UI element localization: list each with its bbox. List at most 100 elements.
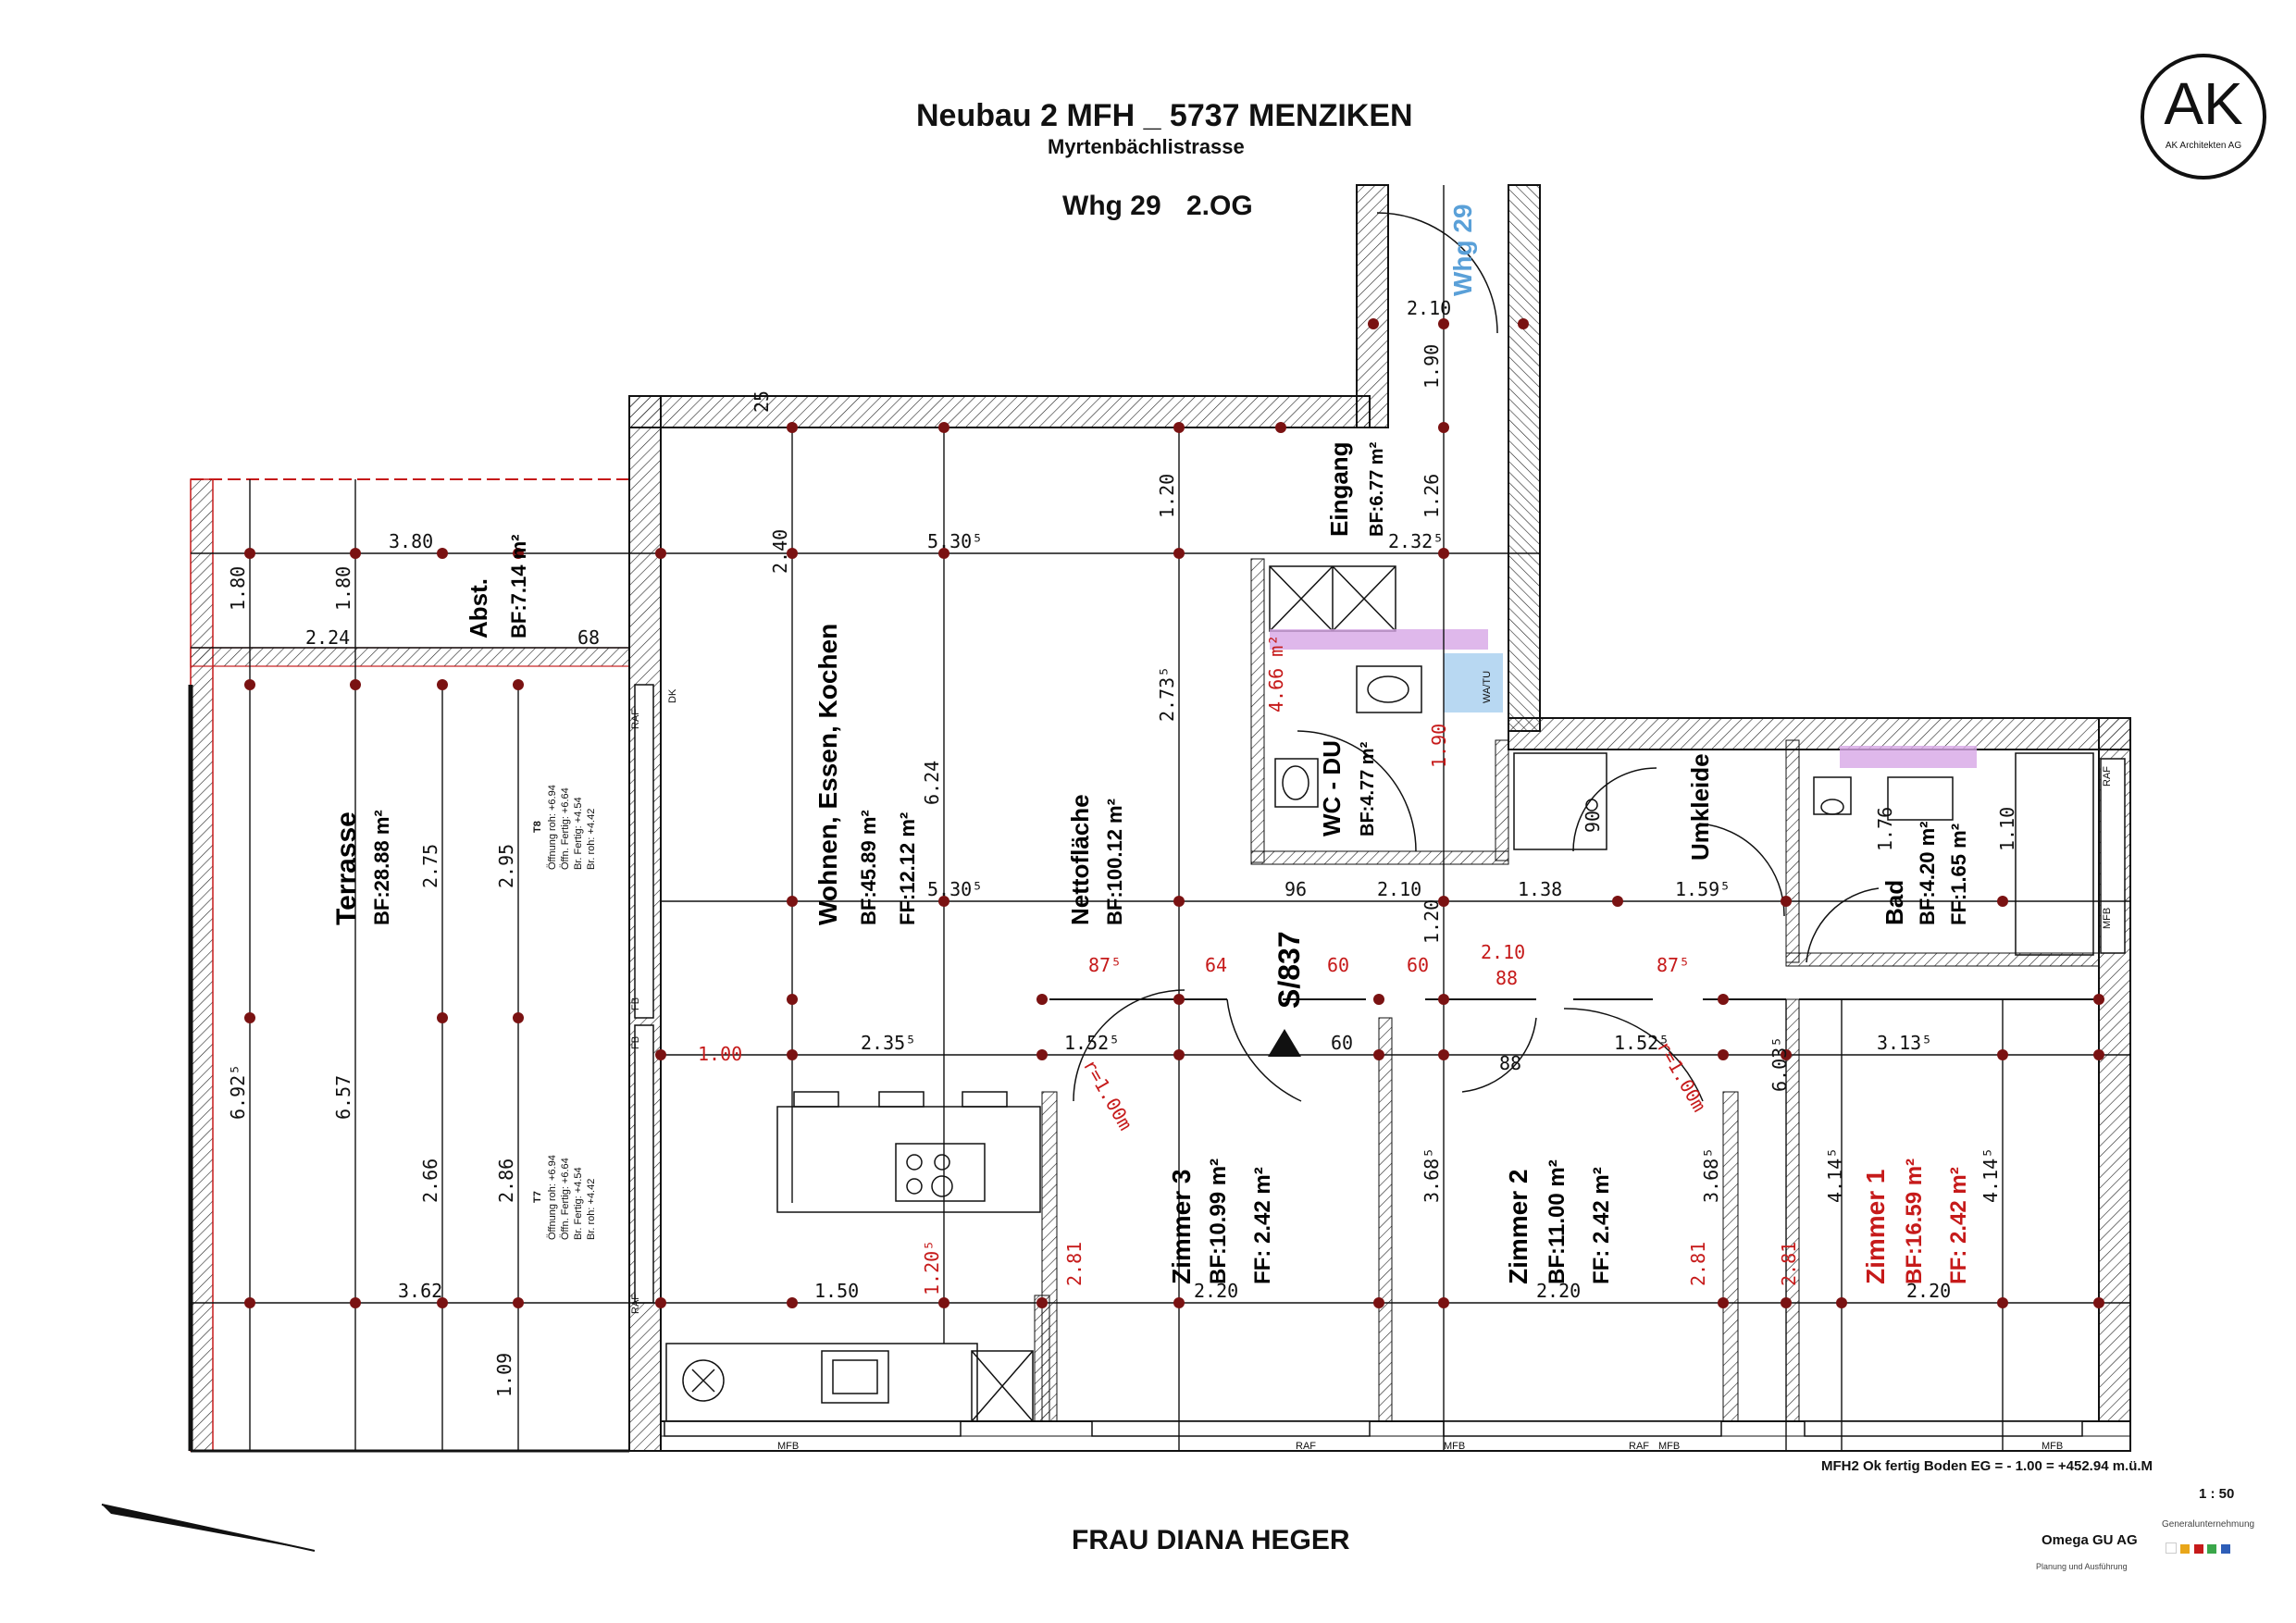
svg-text:2.20: 2.20 xyxy=(1536,1280,1581,1302)
architect-logo: AK AK Architekten AG xyxy=(2141,54,2266,180)
svg-text:MFB: MFB xyxy=(1658,1441,1680,1452)
svg-text:1.90: 1.90 xyxy=(1421,344,1443,389)
tile-accent xyxy=(1840,746,1977,768)
svg-text:6.24: 6.24 xyxy=(921,761,943,805)
room-bad-area: BF:4.20 m² xyxy=(1916,822,1939,925)
room-wcdu-name: WC - DU xyxy=(1318,740,1346,836)
svg-text:2.10: 2.10 xyxy=(1377,878,1421,900)
svg-text:60: 60 xyxy=(1327,954,1349,976)
room-terrasse-name: Terrasse xyxy=(331,812,362,925)
svg-text:2.32⁵: 2.32⁵ xyxy=(1388,530,1444,552)
washer-dryer-box xyxy=(1444,653,1503,712)
svg-text:2.10: 2.10 xyxy=(1407,297,1451,319)
project-title: Neubau 2 MFH _ 5737 MENZIKEN xyxy=(916,98,1413,133)
svg-text:90: 90 xyxy=(1582,811,1604,833)
svg-text:1.00: 1.00 xyxy=(698,1043,742,1065)
kitchen-counter xyxy=(665,1343,978,1422)
firm-caption: Generalunternehmung xyxy=(2162,1519,2255,1530)
project-street: Myrtenbächlistrasse xyxy=(1048,135,1245,158)
svg-text:60: 60 xyxy=(1407,954,1429,976)
toilet-icon xyxy=(1274,758,1319,808)
svg-text:4.66 m²: 4.66 m² xyxy=(1265,635,1287,712)
room-wohnen-area: BF:45.89 m² xyxy=(857,810,880,925)
oven-icon xyxy=(971,1350,1034,1422)
room-abst-name: Abst. xyxy=(465,578,492,638)
svg-text:WA/TU: WA/TU xyxy=(1482,671,1493,703)
svg-text:1.80: 1.80 xyxy=(332,566,354,611)
svg-text:Br. roh: +4.42: Br. roh: +4.42 xyxy=(586,1179,597,1240)
svg-text:1.90: 1.90 xyxy=(1428,724,1450,768)
room-terrasse-area: BF:28.88 m² xyxy=(370,810,393,925)
svg-text:1.80: 1.80 xyxy=(227,566,249,611)
tile-accent xyxy=(1270,629,1488,650)
room-eingang-name: Eingang xyxy=(1325,441,1353,537)
room-zimmer3-name: Zimmer 3 xyxy=(1167,1170,1196,1285)
svg-text:1.59⁵: 1.59⁵ xyxy=(1675,878,1731,900)
svg-text:MFB: MFB xyxy=(1444,1441,1465,1452)
svg-text:3.68⁵: 3.68⁵ xyxy=(1700,1147,1722,1203)
section-arrow-icon xyxy=(1268,1029,1301,1057)
svg-text:2.24: 2.24 xyxy=(305,626,350,649)
svg-text:1.20⁵: 1.20⁵ xyxy=(921,1240,943,1295)
svg-text:Öffnung roh: +6.94: Öffnung roh: +6.94 xyxy=(547,785,558,870)
svg-text:MFB: MFB xyxy=(2042,1441,2063,1452)
floor-label: 2.OG xyxy=(1186,191,1253,221)
shower-icon xyxy=(1513,752,1607,850)
svg-text:2.10: 2.10 xyxy=(1481,941,1525,963)
svg-text:T8: T8 xyxy=(532,821,543,833)
svg-text:DK: DK xyxy=(667,688,678,703)
svg-text:2.40: 2.40 xyxy=(769,529,791,574)
svg-text:3.80: 3.80 xyxy=(389,530,433,552)
dimension-lines xyxy=(191,185,2130,1451)
room-bad-ff: FF:1.65 m² xyxy=(1947,824,1970,925)
svg-text:5.30⁵: 5.30⁵ xyxy=(927,530,983,552)
svg-text:2.20: 2.20 xyxy=(1194,1280,1238,1302)
fixtures xyxy=(665,565,2094,1422)
svg-text:RAF: RAF xyxy=(2102,766,2113,787)
room-wcdu-area: BF:4.77 m² xyxy=(1358,741,1378,836)
svg-text:1.20: 1.20 xyxy=(1421,899,1443,944)
room-wohnen-ff: FF:12.12 m² xyxy=(896,812,919,925)
svg-text:1.50: 1.50 xyxy=(814,1280,859,1302)
svg-text:T7: T7 xyxy=(532,1191,543,1203)
svg-text:2.35⁵: 2.35⁵ xyxy=(861,1032,916,1054)
room-zimmer2-name: Zimmer 2 xyxy=(1504,1170,1533,1285)
svg-text:3.68⁵: 3.68⁵ xyxy=(1421,1147,1443,1203)
scale-label: 1 : 50 xyxy=(2199,1486,2235,1502)
room-zimmer1-area: BF:16.59 m² xyxy=(1902,1158,1927,1284)
window-schedule-t8: T8 Öffnung roh: +6.94 Öffn. Fertig: +6.6… xyxy=(532,785,597,870)
svg-text:2.73⁵: 2.73⁵ xyxy=(1156,666,1178,722)
svg-text:FB: FB xyxy=(630,997,641,1010)
unit-tag: Whg 29 xyxy=(1448,204,1477,296)
svg-text:Öffnung roh: +6.94: Öffnung roh: +6.94 xyxy=(547,1155,558,1240)
svg-text:87⁵: 87⁵ xyxy=(1088,954,1122,976)
sink-icon xyxy=(821,1350,889,1404)
shower-icon xyxy=(2015,752,2094,956)
svg-text:3.13⁵: 3.13⁵ xyxy=(1877,1032,1932,1054)
svg-text:87⁵: 87⁵ xyxy=(1657,954,1690,976)
svg-text:Br. Fertig: +4.54: Br. Fertig: +4.54 xyxy=(573,1167,584,1240)
svg-text:2.66: 2.66 xyxy=(419,1158,441,1203)
svg-text:6.92⁵: 6.92⁵ xyxy=(227,1064,249,1120)
room-wohnen-name: Wohnen, Essen, Kochen xyxy=(813,624,842,925)
logo-caption: AK Architekten AG xyxy=(2165,141,2242,151)
terrace-parapet xyxy=(188,478,630,1453)
client-name: FRAU DIANA HEGER xyxy=(1072,1525,1350,1555)
svg-text:RAF: RAF xyxy=(630,709,641,729)
dimension-labels: 3.80 5.30⁵ 2.32⁵ 2.24 68 1.80 1.80 2.40 … xyxy=(227,297,2018,1397)
stove-icon xyxy=(895,1143,986,1202)
svg-text:1.52⁵: 1.52⁵ xyxy=(1614,1032,1669,1054)
svg-text:Öffn. Fertig: +6.64: Öffn. Fertig: +6.64 xyxy=(560,1158,571,1240)
kitchen-island xyxy=(776,1106,1041,1213)
svg-text:FB: FB xyxy=(630,1036,641,1049)
firm-name: Omega GU AG xyxy=(2042,1532,2138,1548)
dimension-nodes xyxy=(244,318,2104,1308)
room-abst-area: BF:7.14 m² xyxy=(507,535,530,638)
room-eingang-area: BF:6.77 m² xyxy=(1367,441,1387,537)
svg-text:4.14⁵: 4.14⁵ xyxy=(1824,1147,1846,1203)
svg-text:88: 88 xyxy=(1496,967,1518,989)
svg-text:r=1.00m: r=1.00m xyxy=(1079,1056,1137,1134)
wall-tags: RAF RAF FB FB DK RAF MFB RAF RAF MFB MFB… xyxy=(630,671,2113,1452)
svg-text:2.81: 2.81 xyxy=(1778,1242,1800,1286)
